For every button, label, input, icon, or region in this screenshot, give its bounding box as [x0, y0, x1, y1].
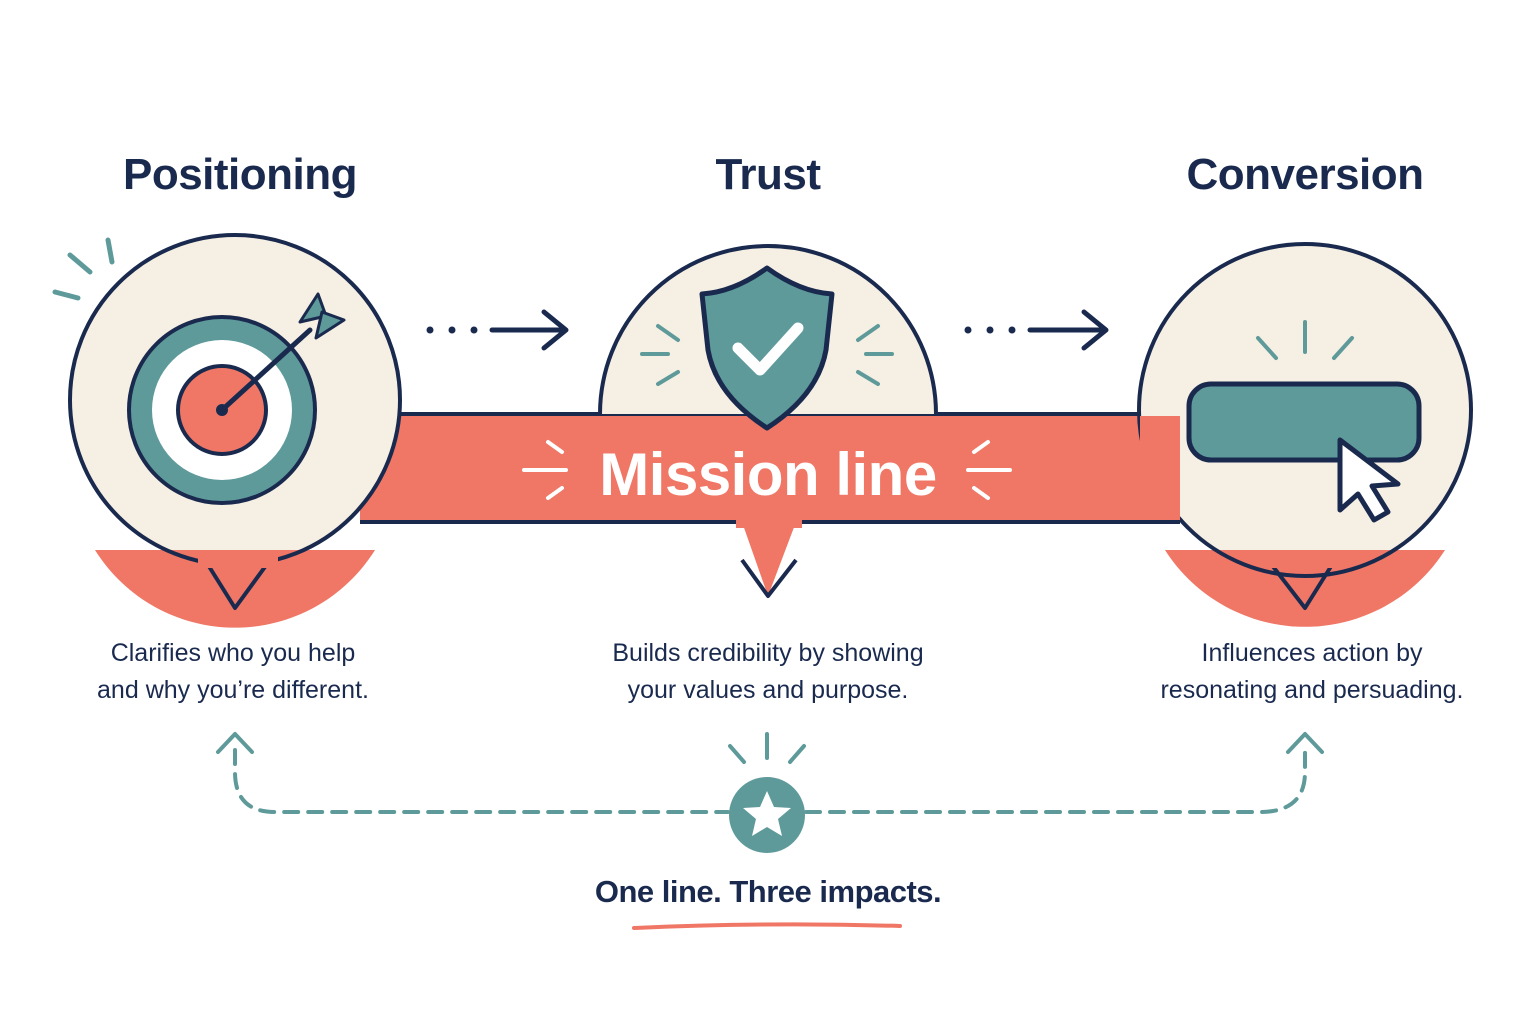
description-line: your values and purpose. [627, 676, 909, 704]
sparkle-lines [52, 237, 115, 301]
sparkle-lines [1256, 320, 1354, 360]
arrow-trust-to-conversion [964, 309, 1109, 351]
mission-line-label: Mission line [599, 441, 937, 508]
step-description-positioning: Clarifies who you help and why you’re di… [23, 635, 443, 709]
feedback-loop-arrows [233, 748, 1307, 814]
target-arrow-icon [127, 292, 346, 505]
step-title-positioning: Positioning [122, 150, 358, 199]
description-line: Influences action by [1201, 639, 1423, 667]
tagline-underline [632, 922, 902, 930]
arrowheads [216, 732, 1324, 754]
sparkle-lines [728, 732, 806, 764]
step-description-conversion: Influences action by resonating and pers… [1102, 635, 1522, 709]
description-line: Clarifies who you help [110, 639, 356, 667]
sparkle-lines [640, 324, 894, 386]
star-badge-icon [729, 777, 805, 853]
button-cursor-icon [1186, 381, 1422, 523]
arrow-positioning-to-trust [426, 309, 569, 351]
tagline: One line. Three impacts. [594, 874, 942, 909]
shield-check-icon [699, 265, 835, 431]
description-line: resonating and persuading. [1160, 676, 1464, 704]
description-line: Builds credibility by showing [612, 639, 924, 667]
step-title-conversion: Conversion [1186, 150, 1424, 199]
step-title-trust: Trust [715, 150, 821, 199]
step-description-trust: Builds credibility by showing your value… [558, 635, 978, 709]
sparkle-lines [522, 440, 1012, 500]
description-line: and why you’re different. [97, 676, 369, 704]
